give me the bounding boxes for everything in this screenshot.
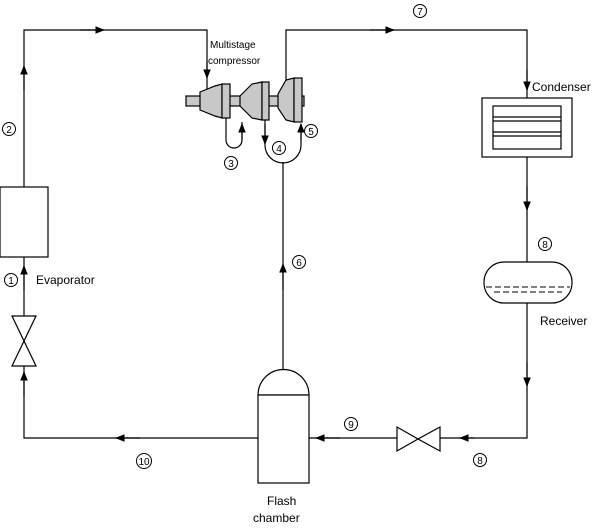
evaporator-label: Evaporator [36,273,95,287]
svg-text:8: 8 [477,456,483,467]
state-point-2: 2 [2,122,16,136]
svg-text:4: 4 [276,144,282,155]
svg-text:6: 6 [296,258,302,269]
svg-text:3: 3 [228,159,234,170]
evaporator: Evaporator [0,186,95,287]
condenser-label: Condenser [532,80,591,94]
state-point-8-line: 8 [473,453,487,467]
state-point-8-receiver: 8 [538,237,552,251]
state-point-5: 5 [304,124,318,138]
evaporator-box [0,186,49,258]
svg-text:10: 10 [138,457,150,468]
flow-arrows [20,26,531,442]
state-point-1: 1 [4,273,18,287]
compressor-label-line1: Multistage [210,40,256,51]
svg-text:2: 2 [6,125,12,136]
receiver-tank [483,261,573,304]
state-point-3: 3 [224,156,238,170]
flash-chamber-vessel [257,394,310,484]
state-points: 1 2 3 4 5 6 7 8 [2,4,552,469]
state-point-9: 9 [344,417,358,431]
svg-text:7: 7 [417,7,423,18]
state-point-10: 10 [136,453,152,469]
flash-chamber: Flash chamber [253,368,310,525]
flash-chamber-label-line1: Flash [267,494,296,508]
flash-chamber-label-line2: chamber [253,511,300,525]
svg-text:5: 5 [308,127,314,138]
multistage-compressor: Multistage compressor [185,40,305,164]
receiver: Receiver [483,261,587,328]
compressor-label-line2: compressor [208,56,261,67]
svg-text:9: 9 [348,420,354,431]
state-point-7: 7 [413,4,427,18]
receiver-label: Receiver [540,314,587,328]
expansion-valve-left [11,315,37,367]
condenser: Condenser [481,80,591,158]
state-point-4: 4 [272,141,286,155]
svg-text:8: 8 [542,240,548,251]
svg-text:1: 1 [8,276,14,287]
expansion-valve-bottom [396,425,441,453]
state-point-6: 6 [292,255,306,269]
